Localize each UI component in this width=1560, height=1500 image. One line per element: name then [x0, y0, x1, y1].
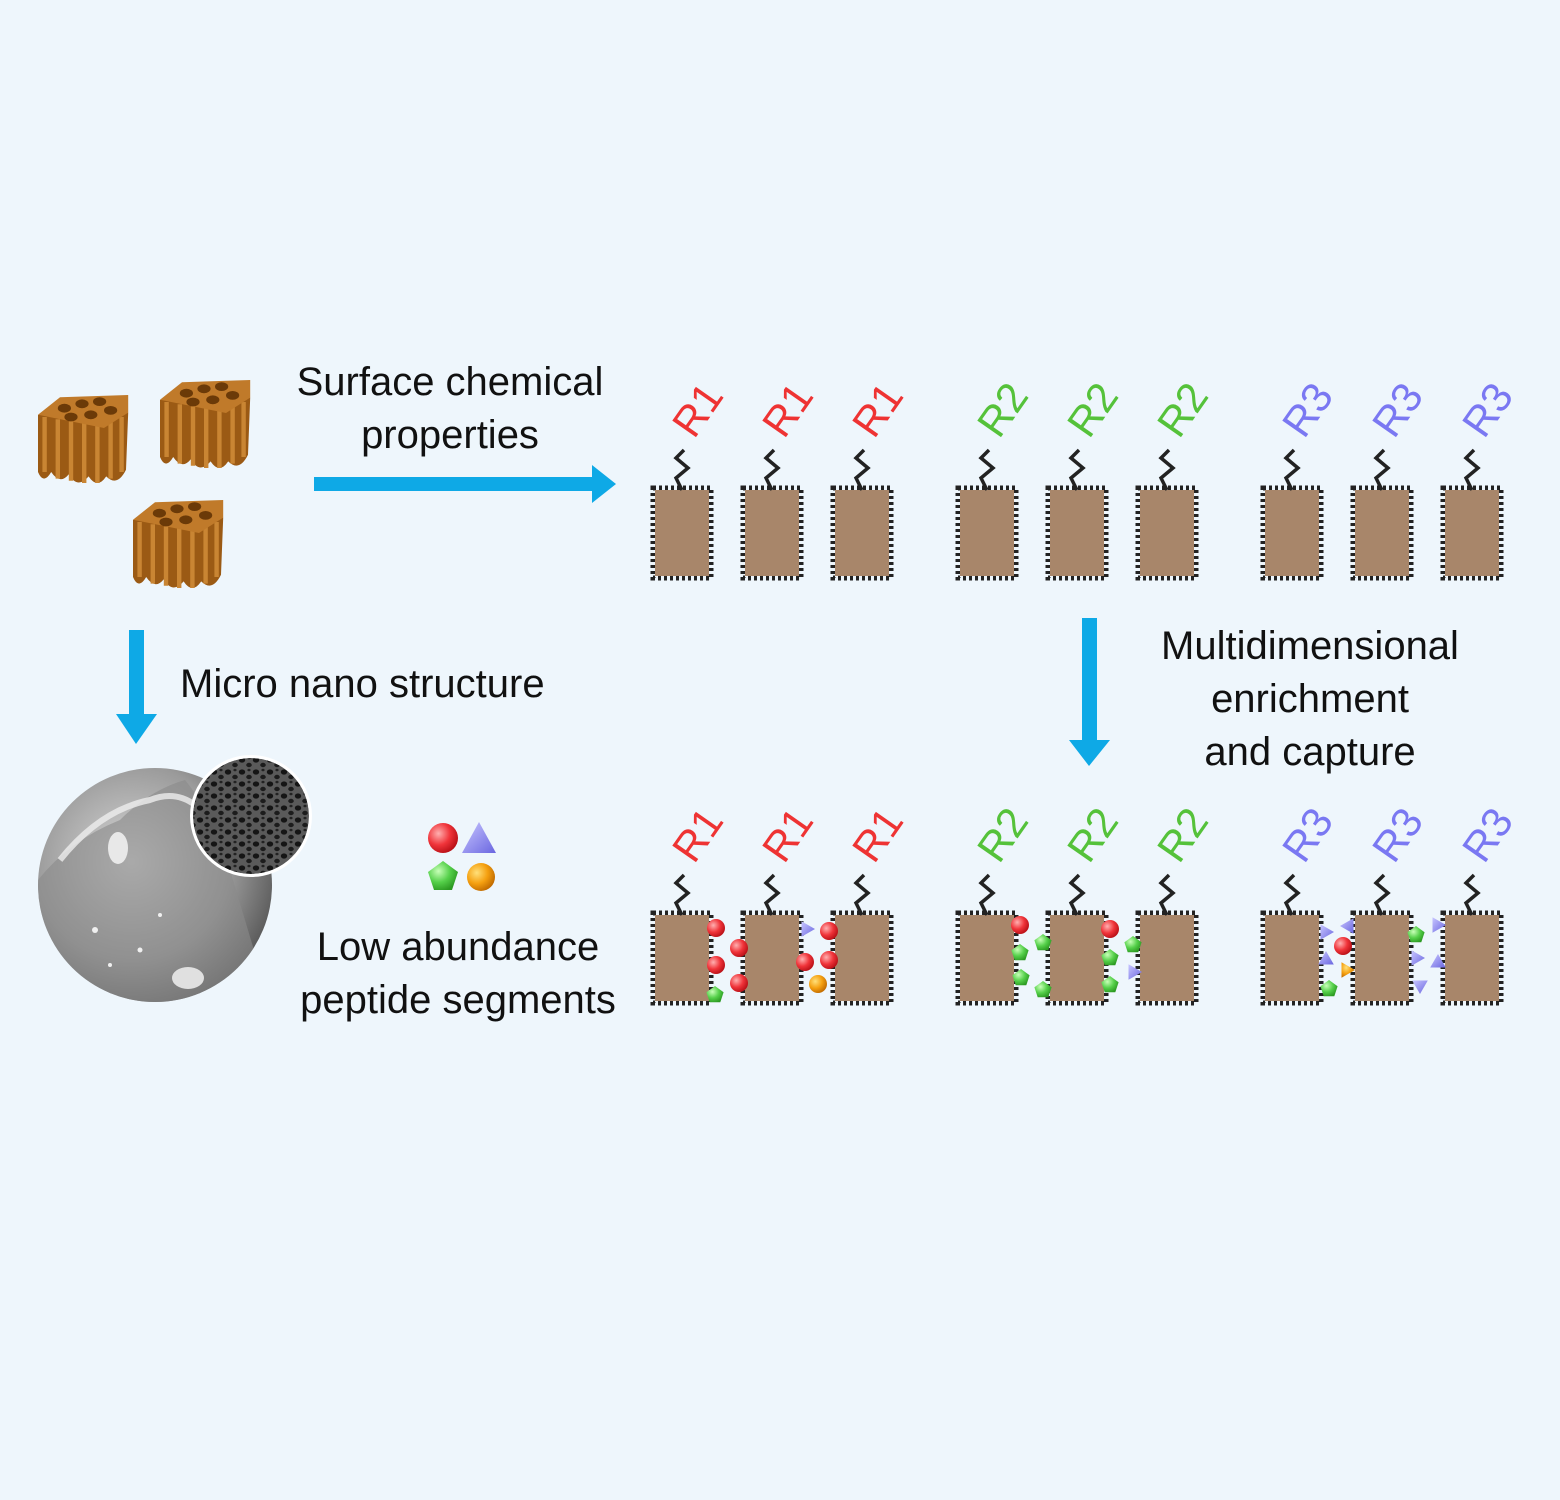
bottom-block-r1-2: R1 — [740, 799, 822, 1006]
bottom-block-r3-3: R3 — [1440, 799, 1522, 1006]
surface-chemical-label: Surface chemical properties — [280, 356, 620, 462]
linker-label-r2: R2 — [1148, 799, 1217, 870]
linker-label-r1: R1 — [843, 799, 912, 870]
linker-label-r2: R2 — [1148, 374, 1217, 445]
linker-label-r3: R3 — [1273, 374, 1342, 445]
green-peptide — [1034, 934, 1052, 951]
blue-peptide — [1320, 924, 1334, 940]
blue-peptide — [1432, 917, 1446, 933]
linker-label-r1: R1 — [753, 799, 822, 870]
surface-label-line1: Surface chemical — [296, 360, 604, 404]
porous-material-3 — [133, 500, 223, 588]
functionalized-row-bottom: R1 R1 R1 R2 R2 R2 R3 R3 R3 — [650, 799, 1522, 1006]
orange-peptide — [1341, 962, 1355, 978]
green-peptide — [1320, 980, 1338, 997]
blue-peptide — [1411, 950, 1425, 966]
green-peptide — [706, 986, 724, 1003]
blue-triangle-icon — [462, 822, 496, 853]
arrow-surface-chemical — [314, 465, 616, 503]
linker-label-r2: R2 — [1058, 799, 1127, 870]
low-label-line2: peptide segments — [300, 978, 616, 1022]
top-block-r2-1: R2 — [955, 374, 1037, 581]
red-peptide — [820, 951, 838, 969]
red-peptide — [1334, 937, 1352, 955]
green-peptide — [1011, 944, 1029, 961]
red-peptide — [1011, 916, 1029, 934]
bottom-block-r1-3: R1 — [830, 799, 912, 1006]
bottom-block-r2-2: R2 — [1045, 799, 1127, 1006]
linker-label-r3: R3 — [1363, 799, 1432, 870]
arrow-multidimensional — [1069, 618, 1110, 766]
linker-label-r1: R1 — [663, 799, 732, 870]
sem-micrograph — [38, 755, 312, 1002]
bottom-block-r3-1: R3 — [1260, 799, 1342, 1006]
low-label-line1: Low abundance — [316, 925, 600, 969]
linker-label-r3: R3 — [1453, 799, 1522, 870]
functionalized-row-top: R1 R1 R1 R2 R2 R2 R3 R3 R3 — [650, 374, 1522, 581]
red-peptide — [730, 974, 748, 992]
red-peptide — [796, 953, 814, 971]
linker-label-r3: R3 — [1273, 799, 1342, 870]
red-peptide — [1101, 920, 1119, 938]
top-block-r1-1: R1 — [650, 374, 732, 581]
linker-label-r1: R1 — [663, 374, 732, 445]
linker-label-r3: R3 — [1453, 374, 1522, 445]
linker-label-r3: R3 — [1363, 374, 1432, 445]
multi-label-line1: Multidimensional — [1161, 624, 1459, 668]
blue-peptide — [1340, 918, 1354, 934]
low-abundance-label: Low abundance peptide segments — [280, 921, 636, 1027]
blue-peptide — [1412, 980, 1428, 994]
green-peptide — [1407, 926, 1425, 943]
blue-peptide — [1318, 951, 1334, 965]
micro-nano-label: Micro nano structure — [180, 662, 545, 706]
multidimensional-label: Multidimensional enrichment and capture — [1140, 620, 1480, 779]
top-block-r3-2: R3 — [1350, 374, 1432, 581]
blue-peptide — [1430, 954, 1446, 968]
multi-label-line2: enrichment — [1211, 677, 1409, 721]
blue-peptide — [1128, 964, 1142, 980]
top-block-r1-3: R1 — [830, 374, 912, 581]
orange-sphere-icon — [467, 863, 495, 891]
top-block-r1-2: R1 — [740, 374, 822, 581]
captured-peptides — [706, 916, 1446, 1003]
red-peptide — [730, 939, 748, 957]
red-peptide — [707, 919, 725, 937]
linker-label-r2: R2 — [968, 799, 1037, 870]
peptide-legend — [428, 822, 496, 891]
arrow-micro-nano — [116, 630, 157, 744]
red-peptide — [820, 922, 838, 940]
green-pentagon-icon — [428, 861, 458, 890]
top-block-r2-2: R2 — [1045, 374, 1127, 581]
linker-label-r1: R1 — [843, 374, 912, 445]
green-peptide — [1101, 949, 1119, 966]
orange-peptide — [809, 975, 827, 993]
green-peptide — [1124, 936, 1142, 953]
linker-label-r2: R2 — [968, 374, 1037, 445]
porous-material-particles — [38, 380, 250, 588]
top-block-r3-1: R3 — [1260, 374, 1342, 581]
green-peptide — [1101, 976, 1119, 993]
top-block-r3-3: R3 — [1440, 374, 1522, 581]
blue-peptide — [801, 921, 815, 937]
bottom-block-r2-3: R2 — [1135, 799, 1217, 1006]
porous-material-1 — [38, 395, 128, 483]
green-peptide — [1034, 981, 1052, 998]
porous-material-2 — [160, 380, 250, 468]
green-peptide — [1012, 969, 1030, 986]
linker-label-r2: R2 — [1058, 374, 1127, 445]
multi-label-line3: and capture — [1204, 730, 1416, 774]
bottom-block-r3-2: R3 — [1350, 799, 1432, 1006]
surface-label-line2: properties — [361, 413, 539, 457]
red-sphere-icon — [428, 823, 458, 853]
top-block-r2-3: R2 — [1135, 374, 1217, 581]
linker-label-r1: R1 — [753, 374, 822, 445]
red-peptide — [707, 956, 725, 974]
